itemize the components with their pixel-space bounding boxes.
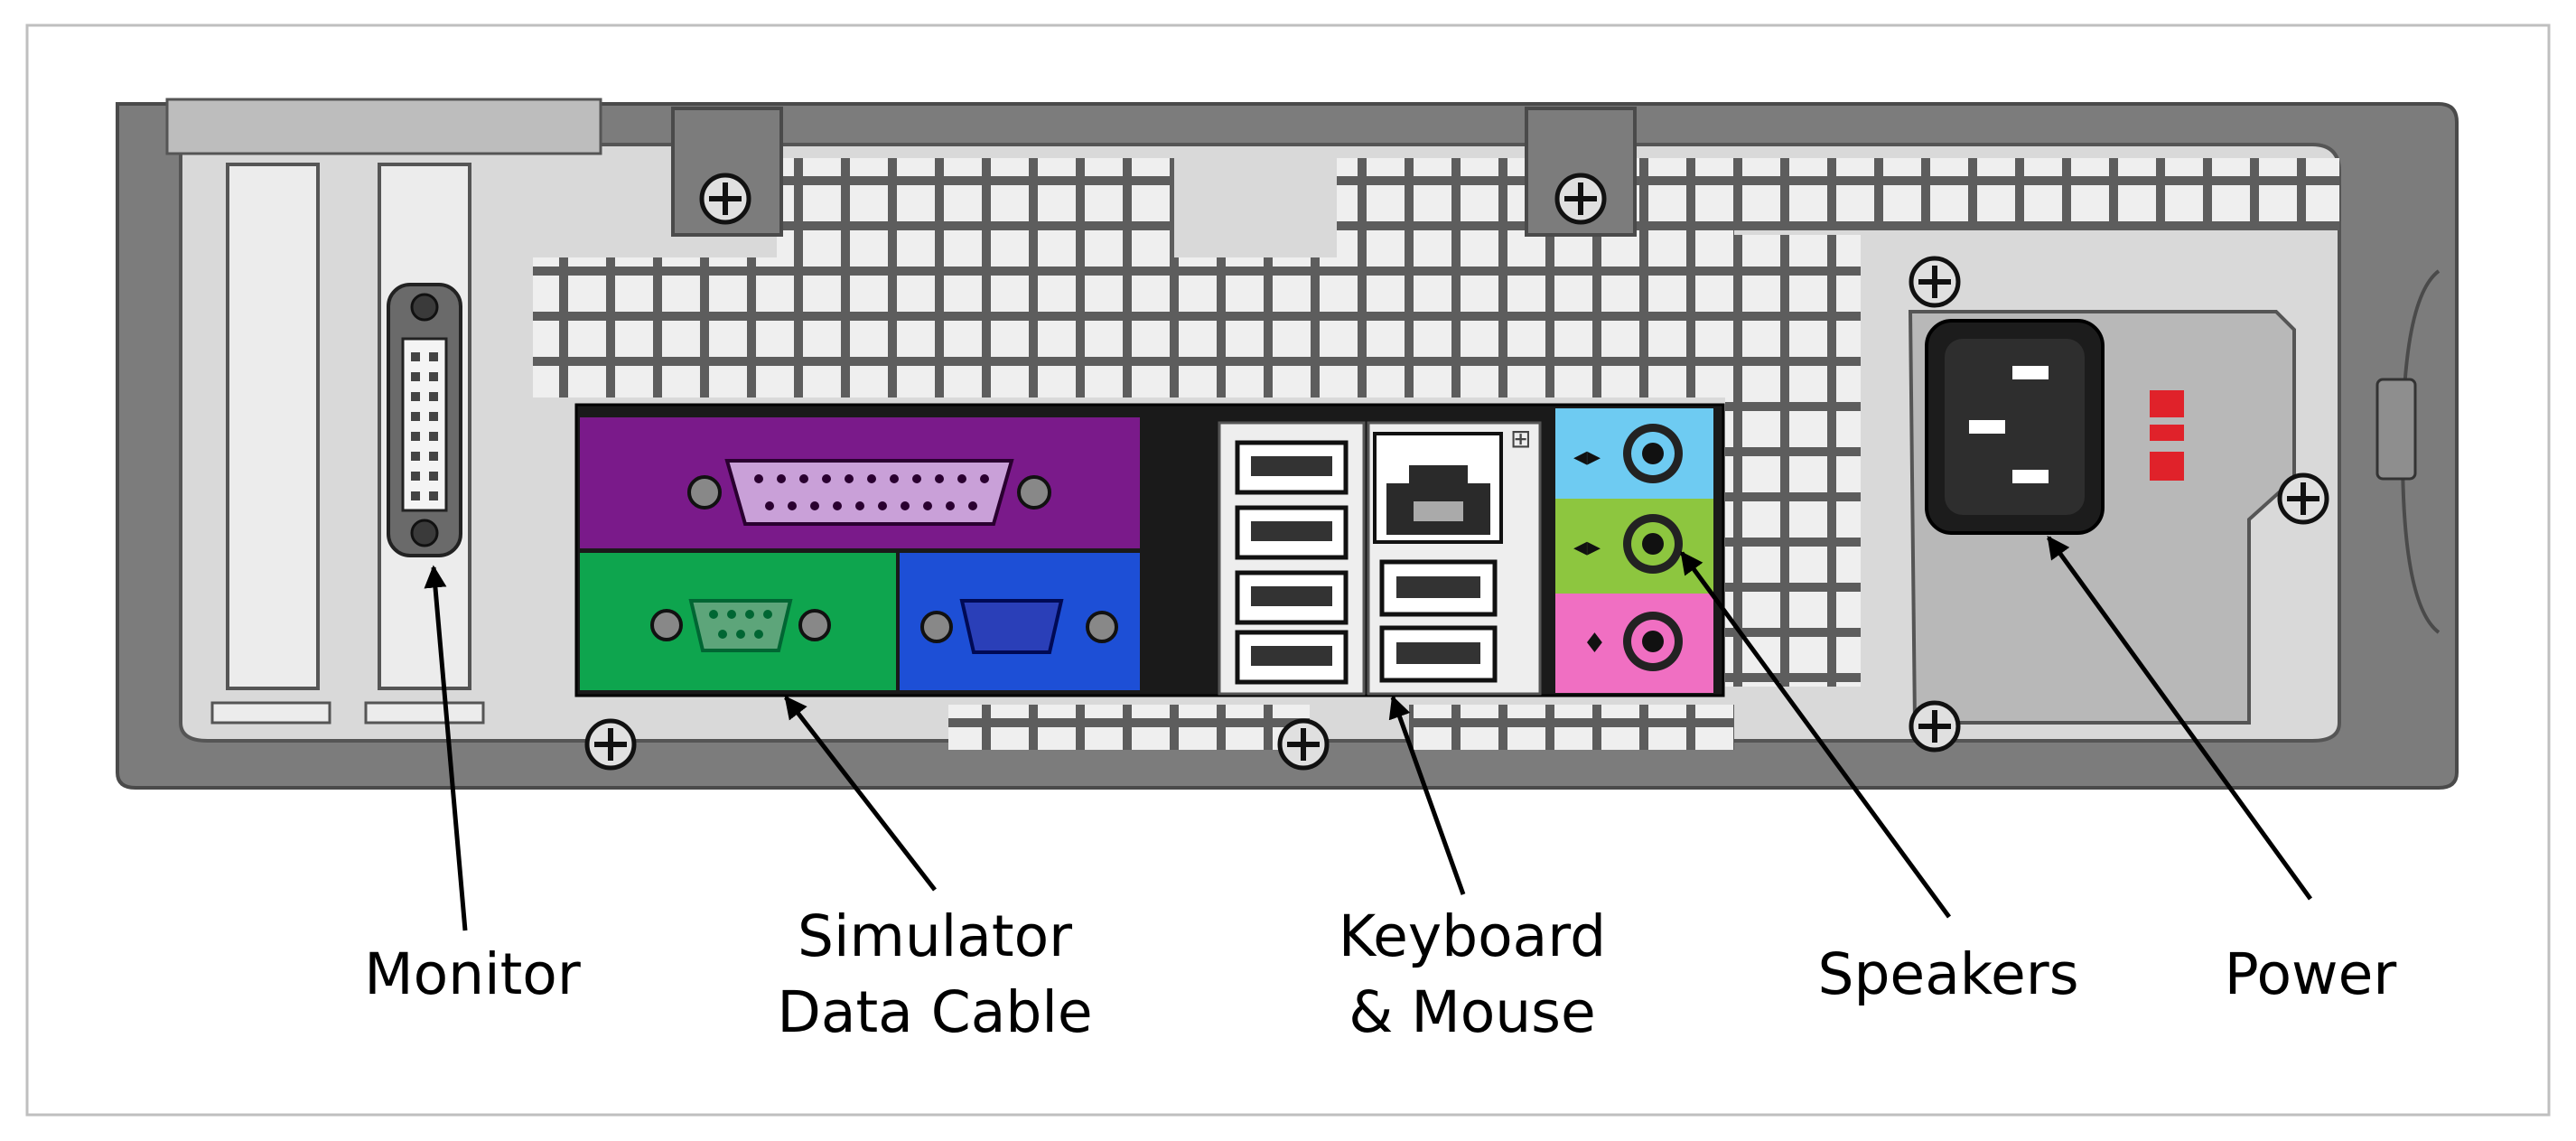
arrow-icon — [1388, 695, 1466, 895]
screw-icon — [1554, 173, 1607, 225]
svg-text:⊞: ⊞ — [1510, 424, 1531, 454]
serial-port-icon — [580, 553, 896, 690]
screw-icon — [584, 718, 637, 771]
vga-port-icon — [900, 553, 1140, 690]
vent-grid — [533, 158, 2339, 750]
screw-icon — [1277, 718, 1330, 771]
svg-text:◂▸: ◂▸ — [1573, 531, 1601, 563]
label-simulator-line1: Simulator — [798, 903, 1072, 969]
usb-port-icon — [1235, 630, 1349, 685]
usb-port-icon — [1235, 505, 1349, 560]
arrow-icon — [424, 565, 468, 931]
power-led-icon — [2150, 390, 2184, 481]
callout-arrows — [424, 535, 2313, 931]
arrow-icon — [784, 696, 937, 892]
arrow-icon — [2046, 535, 2313, 901]
screws — [584, 173, 2329, 771]
usb-port-icon — [1379, 559, 1498, 617]
power-supply — [1908, 310, 2296, 725]
power-socket-icon — [1925, 319, 2105, 535]
screw-icon — [699, 173, 751, 225]
svg-text:♦: ♦ — [1582, 628, 1607, 659]
screw-icon — [1909, 700, 1961, 753]
svg-text:◂▸: ◂▸ — [1573, 441, 1601, 472]
screw-icon — [1909, 256, 1961, 308]
label-keyboard-line1: Keyboard — [1339, 903, 1606, 969]
label-keyboard-line2: & Mouse — [1349, 979, 1596, 1045]
screw-icon — [2277, 472, 2329, 525]
audio-jacks: ◂▸ ◂▸ ♦ — [1555, 408, 1713, 693]
parallel-port-icon — [580, 417, 1140, 548]
usb-ports-left — [1218, 421, 1366, 696]
audio-jack-icon — [1623, 514, 1683, 574]
arrow-icon — [1679, 550, 1952, 919]
label-simulator-line2: Data Cable — [777, 979, 1092, 1045]
usb-port-icon — [1235, 570, 1349, 625]
label-power: Power — [2225, 941, 2397, 1007]
labels: Monitor Simulator Data Cable Keyboard & … — [364, 903, 2396, 1045]
label-speakers: Speakers — [1817, 941, 2078, 1007]
audio-jack-icon — [1623, 424, 1683, 483]
ethernet-port-icon — [1373, 432, 1503, 544]
label-monitor: Monitor — [364, 941, 581, 1007]
usb-port-icon — [1235, 440, 1349, 495]
audio-jack-icon — [1623, 612, 1683, 671]
network-usb-stack: ⊞ — [1367, 421, 1542, 696]
dvi-port-icon — [387, 283, 462, 557]
usb-port-icon — [1379, 625, 1498, 683]
